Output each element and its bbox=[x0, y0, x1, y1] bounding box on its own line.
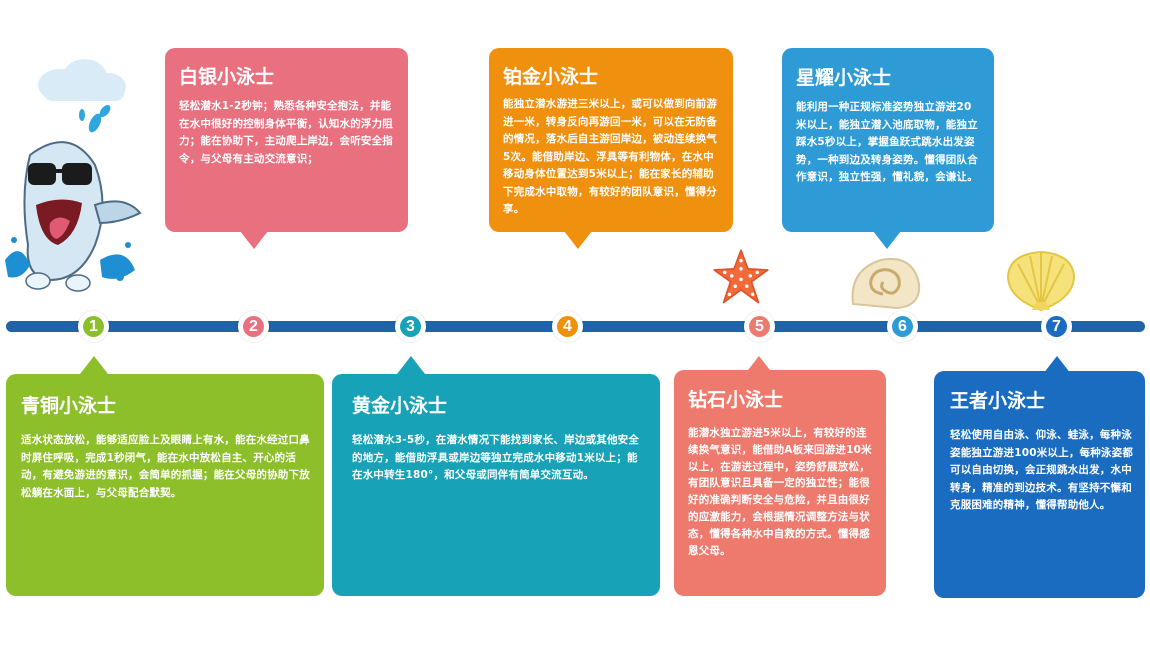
card-king-desc: 轻松使用自由泳、仰泳、蛙泳，每种泳姿能独立游进100米以上，每种泳姿都可以自由切… bbox=[950, 429, 1134, 511]
card-diamond-title: 钻石小泳士 bbox=[688, 389, 784, 411]
card-bronze: 青铜小泳士 适水状态放松，能够适应脸上及眼睛上有水，能在水经过口鼻时屏住呼吸，完… bbox=[6, 374, 324, 596]
card-bronze-pointer bbox=[80, 356, 108, 374]
timeline-node-5: 5 bbox=[744, 311, 775, 342]
card-gold: 黄金小泳士 轻松潜水3-5秒，在潜水情况下能找到家长、岸边或其他安全的地方，能借… bbox=[332, 374, 660, 596]
dolphin-mascot-icon bbox=[5, 59, 142, 292]
snail-shell-icon bbox=[851, 258, 921, 310]
card-gold-title: 黄金小泳士 bbox=[352, 395, 448, 417]
card-silver-desc: 轻松潜水1-2秒钟；熟悉各种安全抱法，并能在水中很好的控制身体平衡，认知水的浮力… bbox=[179, 100, 393, 165]
card-gold-pointer bbox=[397, 356, 425, 374]
card-platinum-desc: 能独立潜水游进三米以上，或可以做到向前游进一米，转身反向再游回一米，可以在无防备… bbox=[503, 98, 717, 215]
card-star-title: 星耀小泳士 bbox=[796, 67, 892, 89]
timeline-node-4: 4 bbox=[552, 311, 583, 342]
card-star-pointer bbox=[873, 231, 901, 249]
card-platinum-pointer bbox=[564, 231, 592, 249]
timeline-node-7: 7 bbox=[1041, 311, 1072, 342]
card-bronze-title: 青铜小泳士 bbox=[21, 395, 117, 417]
card-gold-desc: 轻松潜水3-5秒，在潜水情况下能找到家长、岸边或其他安全的地方，能借助浮具或岸边… bbox=[352, 434, 640, 481]
card-diamond: 钻石小泳士 能潜水独立游进5米以上，有较好的连续换气意识，能借助A板来回游进10… bbox=[674, 370, 886, 596]
card-star: 星耀小泳士 能利用一种正规标准姿势独立游进20米以上，能独立潜入池底取物，能独立… bbox=[782, 48, 994, 232]
card-diamond-pointer bbox=[745, 356, 773, 374]
scallop-shell-icon bbox=[1006, 250, 1076, 312]
starfish-icon bbox=[713, 249, 769, 304]
timeline-node-6: 6 bbox=[887, 311, 918, 342]
timeline-node-1: 1 bbox=[78, 311, 109, 342]
timeline-node-2: 2 bbox=[238, 311, 269, 342]
card-platinum: 铂金小泳士 能独立潜水游进三米以上，或可以做到向前游进一米，转身反向再游回一米，… bbox=[489, 48, 733, 232]
card-bronze-desc: 适水状态放松，能够适应脸上及眼睛上有水，能在水经过口鼻时屏住呼吸，完成1秒闭气，… bbox=[21, 434, 310, 499]
card-star-desc: 能利用一种正规标准姿势独立游进20米以上，能独立潜入池底取物，能独立踩水5秒以上… bbox=[796, 101, 978, 183]
timeline-node-3: 3 bbox=[395, 311, 426, 342]
card-king: 王者小泳士 轻松使用自由泳、仰泳、蛙泳，每种泳姿能独立游进100米以上，每种泳姿… bbox=[934, 371, 1145, 598]
card-silver-title: 白银小泳士 bbox=[179, 66, 275, 88]
card-diamond-desc: 能潜水独立游进5米以上，有较好的连续换气意识，能借助A板来回游进10米以上，在游… bbox=[688, 427, 872, 557]
card-platinum-title: 铂金小泳士 bbox=[503, 66, 599, 88]
card-king-title: 王者小泳士 bbox=[950, 390, 1046, 412]
card-silver-pointer bbox=[240, 231, 268, 249]
card-king-pointer bbox=[1043, 356, 1071, 374]
card-silver: 白银小泳士 轻松潜水1-2秒钟；熟悉各种安全抱法，并能在水中很好的控制身体平衡，… bbox=[165, 48, 408, 232]
